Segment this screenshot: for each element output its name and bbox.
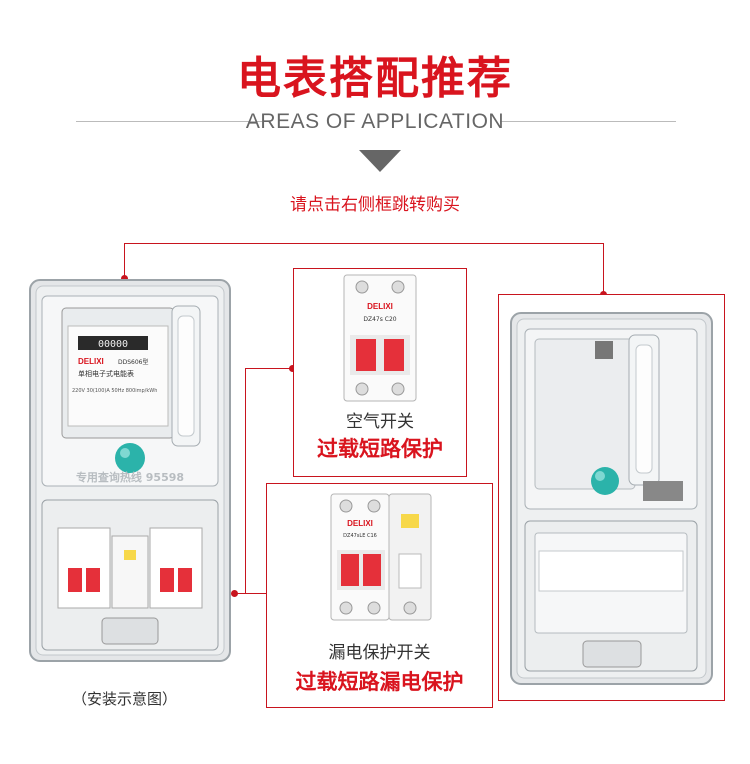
- down-triangle-icon: [359, 150, 401, 172]
- install-caption: （安装示意图）: [72, 690, 178, 708]
- connector-leakage-h: [235, 593, 266, 594]
- leakage-switch-brand: DELIXI: [347, 519, 373, 528]
- air-switch-brand: DELIXI: [367, 302, 393, 311]
- air-switch-model: DZ47s C20: [363, 316, 396, 323]
- page-title: 电表搭配推荐: [237, 53, 513, 104]
- subtitle-rule-right: [500, 121, 676, 122]
- empty-meter-box-image: [509, 311, 714, 686]
- meter-box-footer: 专用查询热线 95598: [76, 470, 184, 484]
- meter-spec: 220V 30(100)A 50Hz 800imp/kWh: [72, 388, 157, 394]
- subtitle-rule-left: [76, 121, 262, 122]
- air-switch-image: DELIXI DZ47s C20: [342, 273, 418, 403]
- leakage-switch-label: 漏电保护开关: [328, 643, 431, 663]
- air-switch-card[interactable]: DELIXI DZ47s C20 空气开关 过载短路保护: [293, 268, 467, 477]
- leakage-switch-model: DZ47sLE C16: [343, 533, 377, 539]
- page-subtitle: AREAS OF APPLICATION: [245, 110, 505, 133]
- connector-air-switch-h: [245, 368, 293, 369]
- leakage-switch-card[interactable]: DELIXI DZ47sLE C16 漏电保护开关 过载短路漏电保护: [266, 483, 493, 708]
- connector-dot-air-switch: [289, 365, 296, 372]
- connector-dot-left-top: [121, 275, 128, 282]
- installed-meter-box-image: 00000 DELIXI DDS606型 单相电子式电能表 220V 30(10…: [28, 278, 232, 663]
- connector-dot-left-box: [231, 590, 238, 597]
- meter-model: DDS606型: [118, 358, 149, 366]
- air-switch-label: 空气开关: [346, 412, 414, 432]
- meter-name: 单相电子式电能表: [78, 369, 134, 378]
- connector-left-drop: [124, 243, 125, 278]
- connector-top: [124, 243, 604, 244]
- purchase-instruction: 请点击右侧框跳转购买: [290, 195, 460, 215]
- connector-vertical: [245, 368, 246, 593]
- leakage-switch-image: DELIXI DZ47sLE C16: [329, 492, 433, 622]
- meter-brand: DELIXI: [78, 357, 104, 366]
- connector-right-drop: [603, 243, 604, 294]
- leakage-switch-feature: 过载短路漏电保护: [295, 670, 464, 694]
- meter-digits: 00000: [98, 339, 128, 350]
- air-switch-feature: 过载短路保护: [317, 437, 443, 461]
- empty-meter-box-card[interactable]: [498, 294, 725, 701]
